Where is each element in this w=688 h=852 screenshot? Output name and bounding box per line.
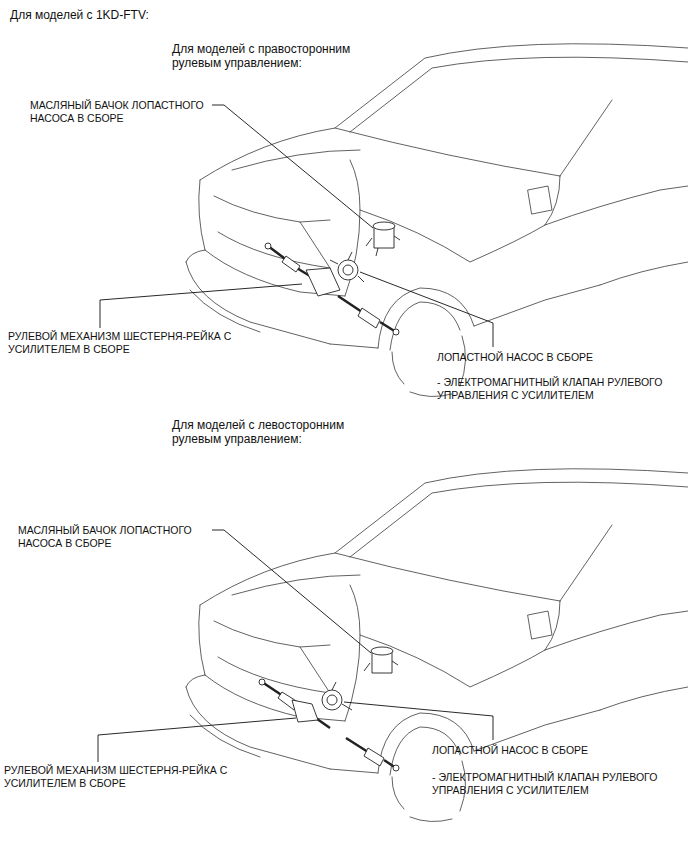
section-heading: Для моделей с левосторонним рулевым упра…: [172, 418, 372, 447]
part-label: ЛОПАСТНОЙ НАСОС В СБОРЕ: [437, 351, 677, 364]
sub-part-label: - ЭЛЕКТРОМАГНИТНЫЙ КЛАПАН РУЛЕВОГО УПРАВ…: [432, 771, 682, 796]
part-label: РУЛЕВОЙ МЕХАНИЗМ ШЕСТЕРНЯ-РЕЙКА С УСИЛИТ…: [4, 764, 244, 789]
sub-part-label: - ЭЛЕКТРОМАГНИТНЫЙ КЛАПАН РУЛЕВОГО УПРАВ…: [437, 376, 683, 401]
part-label: ЛОПАСТНОЙ НАСОС В СБОРЕ: [432, 744, 672, 757]
part-label: МАСЛЯНЫЙ БАЧОК ЛОПАСТНОГО НАСОСА В СБОРЕ: [30, 99, 235, 124]
page-title: Для моделей с 1KD-FTV:: [10, 8, 149, 22]
part-label: МАСЛЯНЫЙ БАЧОК ЛОПАСТНОГО НАСОСА В СБОРЕ: [18, 524, 223, 549]
part-label: РУЛЕВОЙ МЕХАНИЗМ ШЕСТЕРНЯ-РЕЙКА С УСИЛИТ…: [8, 330, 248, 355]
section-heading: Для моделей с правосторонним рулевым упр…: [172, 42, 372, 71]
